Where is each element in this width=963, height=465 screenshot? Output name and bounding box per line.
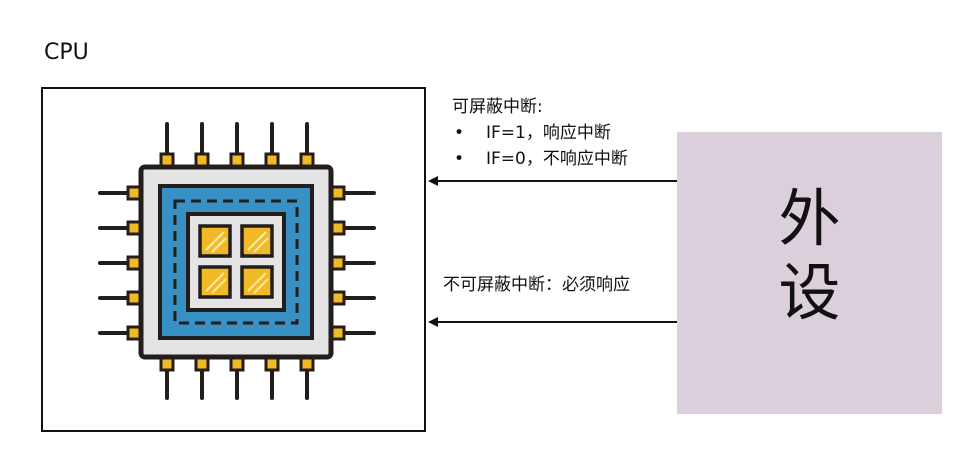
maskable-arrow-icon: [426, 174, 680, 188]
non-maskable-arrow-icon: [426, 315, 680, 329]
list-item: • IF=1，响应中断: [452, 120, 628, 146]
cpu-label: CPU: [44, 40, 89, 65]
bullet-icon: •: [454, 146, 464, 172]
list-item-text: IF=0，不响应中断: [486, 149, 628, 169]
list-item-text: IF=1，响应中断: [486, 123, 611, 143]
maskable-interrupt-block: 可屏蔽中断: • IF=1，响应中断 • IF=0，不响应中断: [452, 94, 628, 172]
maskable-title: 可屏蔽中断:: [452, 94, 628, 120]
cpu-chip-icon: [96, 120, 378, 400]
peripheral-label: 外 设: [677, 182, 942, 330]
non-maskable-interrupt-text: 不可屏蔽中断：必须响应: [443, 270, 630, 295]
list-item: • IF=0，不响应中断: [452, 146, 628, 172]
peripheral-label-line1: 外: [677, 182, 942, 256]
bullet-icon: •: [454, 120, 464, 146]
peripheral-label-line2: 设: [677, 256, 942, 330]
peripheral-box: 外 设: [677, 132, 942, 414]
